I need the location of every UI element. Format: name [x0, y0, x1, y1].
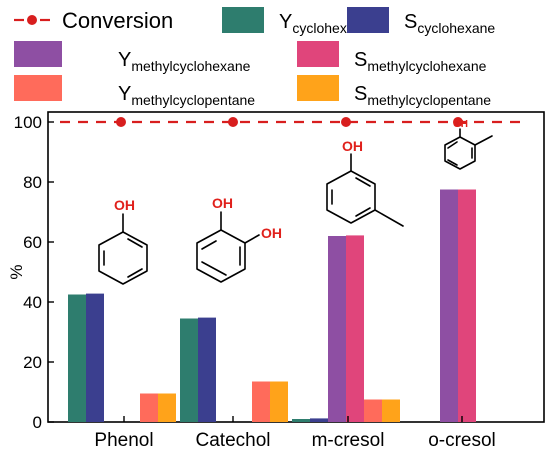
legend-item-s_mcp: Smethylcyclopentane — [297, 75, 491, 108]
bar-s_ch-catechol — [198, 317, 216, 422]
legend-swatch-s_mcp — [297, 75, 339, 101]
legend-item-conversion: Conversion — [14, 8, 173, 33]
bar-y_ch-m-cresol — [292, 419, 310, 422]
catechol-structure: OH OH — [196, 195, 282, 283]
legend-item-y_mch: Ymethylcyclohexane — [14, 41, 251, 74]
legend: Conversion Ycyclohexane ScyclohexaneYmeth… — [14, 7, 495, 108]
legend-swatch-y_mch — [14, 41, 62, 67]
bar-s_ch-m-cresol — [310, 418, 328, 422]
legend-item-y_ch: Ycyclohexane — [222, 7, 370, 36]
legend-label-conversion: Conversion — [62, 8, 173, 33]
m-cresol-structure: OH — [326, 138, 404, 227]
y-tick-label-40: 40 — [23, 293, 42, 312]
bar-s_mcp-phenol — [158, 393, 176, 422]
conversion-point-phenol — [116, 117, 126, 127]
legend-label-s_mch: Smethylcyclohexane — [354, 49, 487, 74]
catechol-oh-label-1: OH — [212, 195, 233, 211]
catechol-oh-label-2: OH — [261, 225, 282, 241]
conversion-point-m-cresol — [341, 117, 351, 127]
x-tick-label-o-cresol: o-cresol — [428, 430, 496, 451]
legend-swatch-s_ch — [347, 7, 389, 33]
x-tick-label-catechol: Catechol — [196, 430, 271, 451]
bar-y_mcp-m-cresol — [364, 399, 382, 422]
phenol-structure: OH — [98, 197, 148, 285]
legend-item-s_ch: Scyclohexane — [347, 7, 495, 36]
bars — [68, 189, 476, 422]
y-tick-label-80: 80 — [23, 173, 42, 192]
y-tick-label-20: 20 — [23, 353, 42, 372]
bar-y_ch-catechol — [180, 318, 198, 422]
y-tick-label-60: 60 — [23, 233, 42, 252]
legend-swatch-y_ch — [222, 7, 264, 33]
bar-s_mch-o-cresol — [458, 189, 476, 422]
legend-subscript-y_mcp: methylcyclopentane — [131, 92, 255, 108]
legend-label-s_mcp: Smethylcyclopentane — [354, 83, 491, 108]
y-tick-label-0: 0 — [33, 413, 42, 432]
x-tick-label-m-cresol: m-cresol — [312, 430, 385, 451]
conversion-point-o-cresol — [453, 117, 463, 127]
y-axis-label: % — [7, 264, 26, 279]
bar-y_mcp-phenol — [140, 393, 158, 422]
legend-label-y_mch: Ymethylcyclohexane — [118, 49, 251, 74]
legend-subscript-s_mcp: methylcyclopentane — [367, 92, 491, 108]
phenol-oh-label: OH — [114, 197, 135, 213]
bar-y_mcp-catechol — [252, 381, 270, 422]
molecule-structures: OH OH OH OH — [98, 119, 493, 285]
legend-item-s_mch: Smethylcyclohexane — [297, 41, 487, 74]
bar-y_mch-o-cresol — [440, 189, 458, 422]
y-axis: 0 20 40 60 80 100 — [14, 113, 54, 432]
legend-subscript-s_ch: cyclohexane — [417, 20, 495, 36]
o-cresol-structure: OH — [444, 119, 493, 170]
x-tick-label-phenol: Phenol — [94, 430, 153, 451]
legend-subscript-s_mch: methylcyclohexane — [367, 58, 486, 74]
bar-s_mch-m-cresol — [346, 235, 364, 422]
bar-y_ch-phenol — [68, 294, 86, 422]
m-cresol-oh-label: OH — [342, 138, 363, 154]
legend-label-s_ch: Scyclohexane — [404, 11, 495, 36]
legend-swatch-y_mcp — [14, 75, 62, 101]
bar-s_mcp-catechol — [270, 381, 288, 422]
legend-marker-conversion — [27, 15, 37, 25]
y-tick-label-100: 100 — [14, 113, 42, 132]
conversion-point-catechol — [228, 117, 238, 127]
bar-s_mcp-m-cresol — [382, 399, 400, 422]
legend-label-y_mcp: Ymethylcyclopentane — [118, 83, 255, 108]
x-axis: Phenol Catechol m-cresol o-cresol — [94, 416, 496, 451]
legend-swatch-s_mch — [297, 41, 339, 67]
bar-y_mch-m-cresol — [328, 236, 346, 422]
legend-subscript-y_mch: methylcyclohexane — [131, 58, 250, 74]
bar-s_ch-phenol — [86, 293, 104, 422]
o-cresol-oh-label: OH — [453, 119, 468, 130]
conversion-series — [60, 117, 520, 127]
legend-item-y_mcp: Ymethylcyclopentane — [14, 75, 255, 108]
